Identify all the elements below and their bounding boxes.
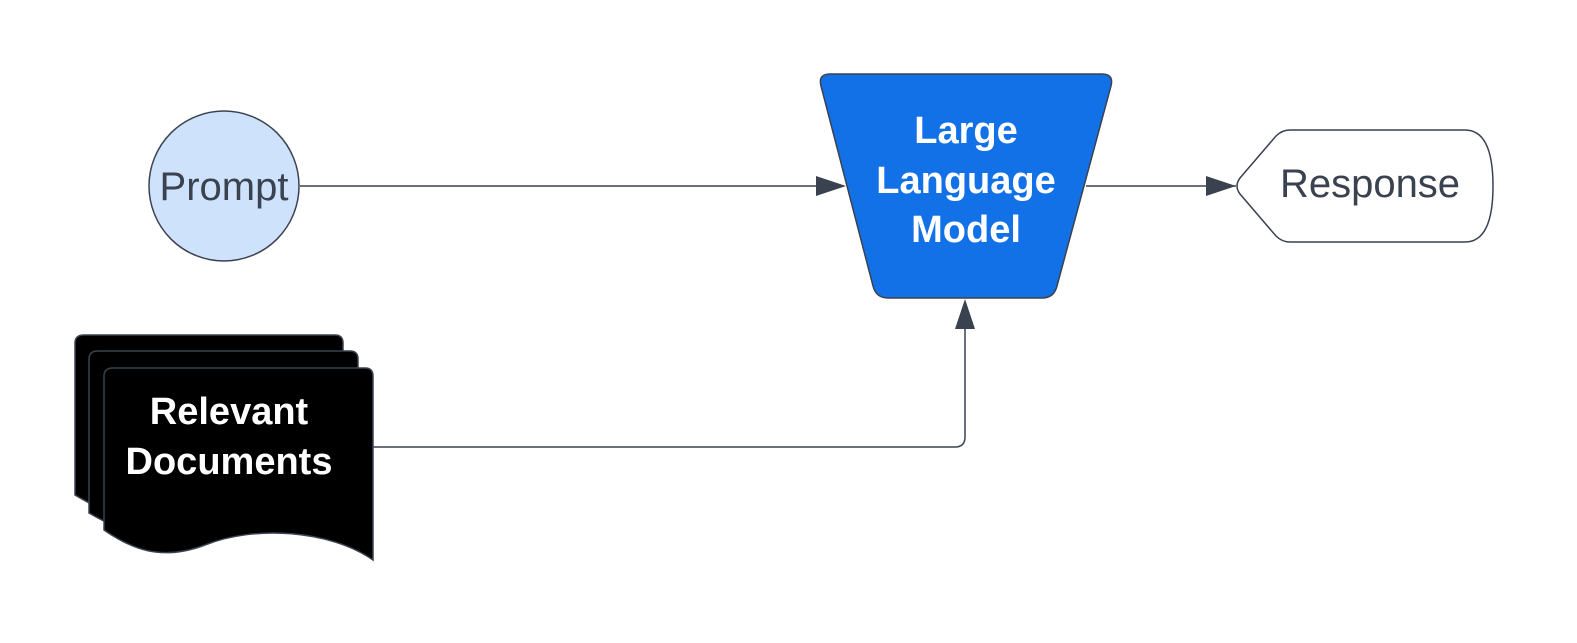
prompt-label: Prompt	[160, 165, 289, 209]
prompt-node: Prompt	[148, 110, 300, 262]
edge-prompt-to-llm-arrowhead	[816, 176, 846, 196]
llm-label-line-1: Large	[914, 110, 1017, 152]
documents-label-line-2: Documents	[126, 441, 333, 483]
response-shape	[1236, 129, 1494, 243]
edge-documents-to-llm	[373, 327, 966, 448]
llm-label-line-3: Model	[911, 209, 1021, 251]
documents-node: Relevant Documents	[74, 334, 374, 562]
documents-label-line-1: Relevant	[150, 391, 309, 433]
response-label: Response	[1280, 162, 1460, 206]
edge-documents-to-llm-arrowhead	[955, 299, 975, 329]
llm-shape	[819, 73, 1113, 299]
llm-node: Large Language Model	[819, 73, 1113, 299]
prompt-shape	[148, 110, 300, 262]
llm-label-line-2: Language	[876, 160, 1055, 202]
document-front-sheet	[103, 367, 374, 562]
response-node: Response	[1236, 129, 1494, 243]
edge-llm-to-response-arrowhead	[1206, 176, 1236, 196]
